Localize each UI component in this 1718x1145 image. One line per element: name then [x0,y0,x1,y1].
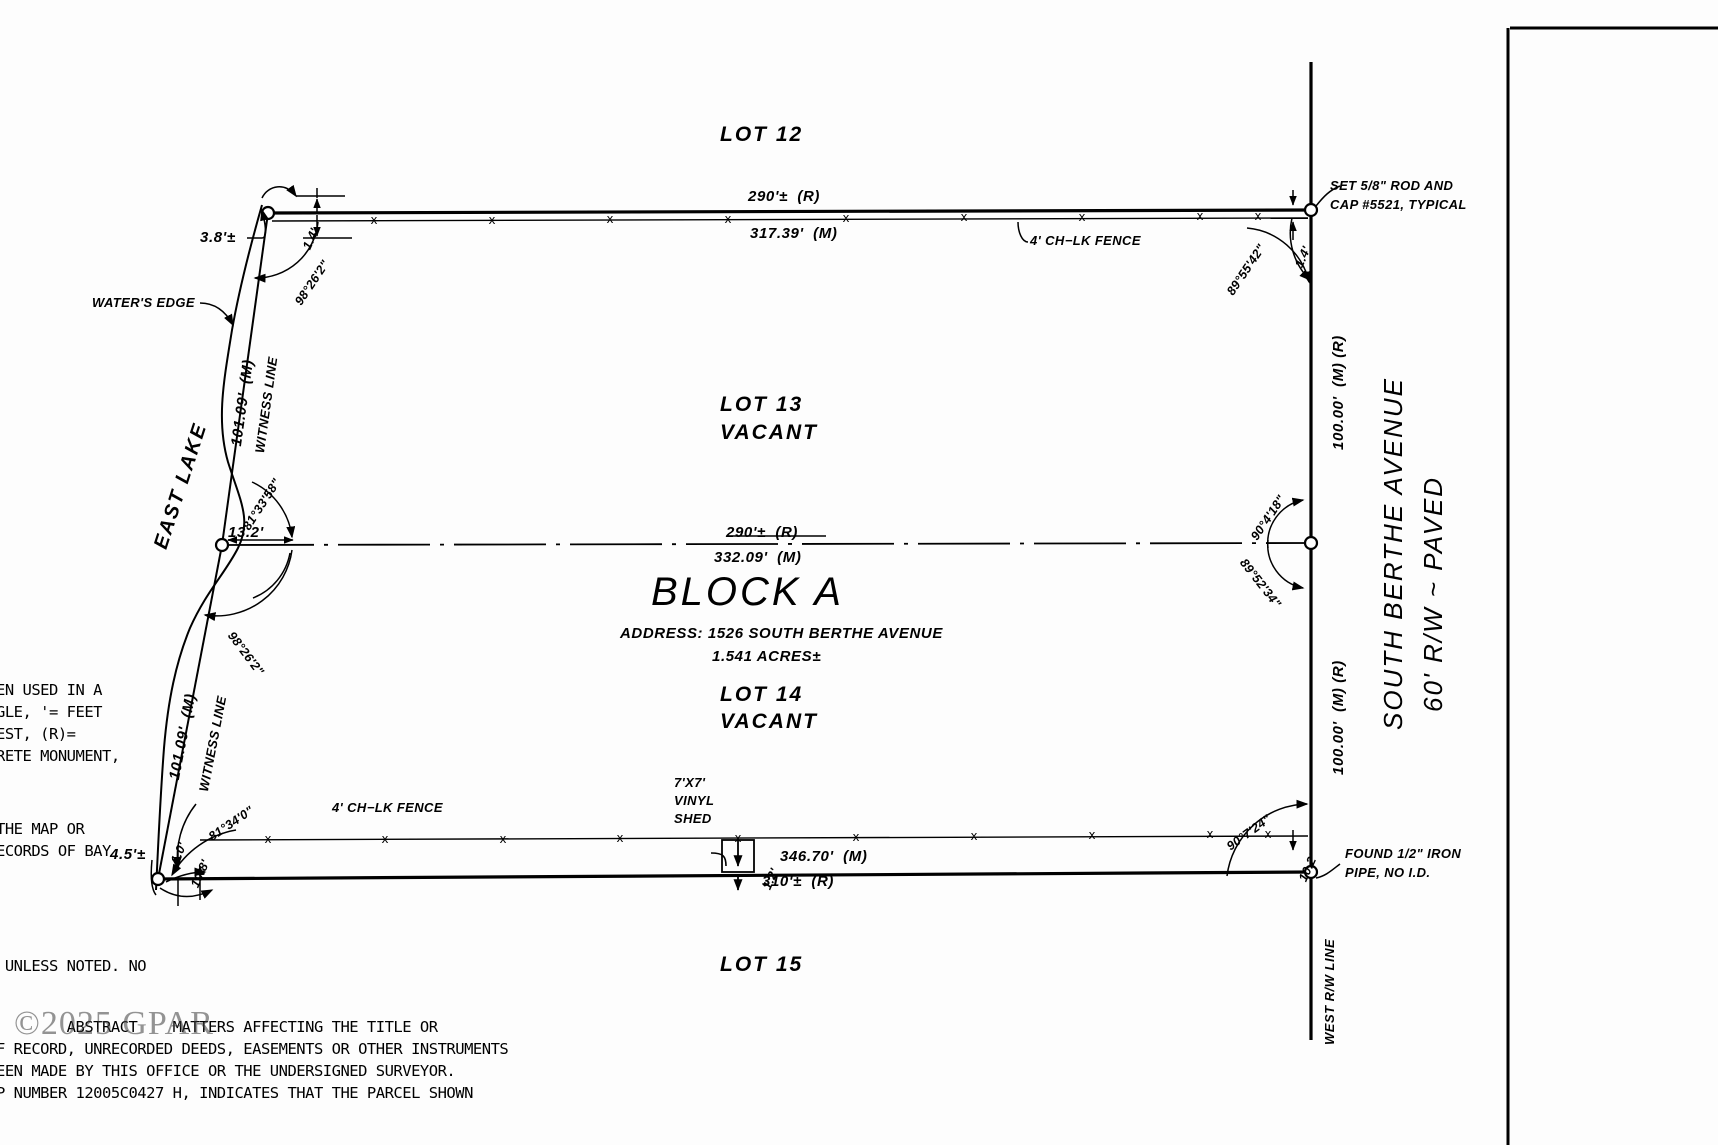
set-rod-label-line2: CAP #5521, TYPICAL [1330,197,1467,212]
dim-north-record: 290'± (R) [748,188,820,205]
svg-text:x: x [970,829,977,843]
note-left2-2: ECORDS OF BAY [0,842,111,860]
address-label: ADDRESS: 1526 SOUTH BERTHE AVENUE [620,625,943,642]
note-left2-1: THE MAP OR [0,820,85,838]
fence-label-south: 4' CH−LK FENCE [332,800,443,815]
waters-edge-label: WATER'S EDGE [92,295,195,310]
svg-text:x: x [264,832,271,846]
note-left-2: GLE, '= FEET [0,703,102,721]
dim-south-record: 310'± (R) [762,873,834,890]
north-fence-ticks: x x x x x x x x x [370,209,1261,227]
south-boundary-line [157,870,1312,881]
west-rw-line-label: WEST R/W LINE [1322,938,1337,1045]
note-bottom-1: UNLESS NOTED. NO [0,957,147,975]
svg-text:x: x [499,832,506,846]
street-detail-label: 60' R/W ~ PAVED [1418,475,1448,712]
dim-east-upper: 100.00' (M) (R) [1330,335,1347,450]
north-boundary-line [267,208,1312,215]
svg-text:x: x [734,831,741,845]
offset-sw-water: 4.5'± [110,846,146,863]
shed-label-line2: VINYL [674,793,715,808]
dim-mid-record: 290'± (R) [726,524,798,541]
svg-text:x: x [1088,828,1095,842]
svg-text:x: x [852,830,859,844]
waters-edge-curve [155,204,263,891]
svg-text:x: x [1078,210,1085,224]
dim-east-lower: 100.00' (M) (R) [1330,660,1347,775]
lot-label-south: LOT 15 [720,953,804,976]
svg-text:x: x [1264,827,1271,841]
svg-text:x: x [960,210,967,224]
fence-leaders [1017,221,1029,243]
svg-text:x: x [606,212,613,226]
lot-status-lower: VACANT [720,710,818,733]
lot-label-north: LOT 12 [720,123,804,146]
note-bottom-2: ABSTRACT MATTERS AFFECTING THE TITLE OR [0,1018,438,1036]
note-bottom-3: F RECORD, UNRECORDED DEEDS, EASEMENTS OR… [0,1040,509,1058]
dim-north-measured: 317.39' (M) [750,225,838,242]
svg-text:x: x [842,211,849,225]
svg-text:x: x [1254,209,1261,223]
west-witness-line [157,212,269,880]
set-rod-label-line1: SET 5/8" ROD AND [1330,178,1454,193]
note-left-3: EST, (R)= [0,725,76,743]
found-pipe-label-line1: FOUND 1/2" IRON [1345,846,1462,861]
south-fence-ticks: x x x x x x x x x x [264,827,1271,846]
lot-label-upper: LOT 13 [720,393,804,416]
note-bottom-4: EEN MADE BY THIS OFFICE OR THE UNDERSIGN… [0,1062,456,1080]
note-left-4: RETE MONUMENT, [0,747,120,765]
dim-south-measured: 346.70' (M) [780,848,868,865]
svg-text:x: x [1206,827,1213,841]
vinyl-shed [721,839,755,891]
offset-nw-water: 3.8'± [200,229,236,246]
dim-mid-measured: 332.09' (M) [714,549,802,566]
mid-east-detail [1266,497,1305,591]
mid-lot-dashed-line [221,542,1312,546]
street-name-label: SOUTH BERTHE AVENUE [1378,377,1408,730]
copyright-watermark: ©2025 GPAR [14,1005,214,1042]
svg-text:x: x [488,213,495,227]
found-pipe-label-line2: PIPE, NO I.D. [1345,865,1431,880]
svg-text:x: x [370,213,377,227]
shed-label-line3: SHED [674,811,712,826]
sw-corner-detail [150,803,237,906]
shed-leader [710,852,727,867]
offset-mid-west: 13.2' [228,524,264,541]
south-fence-line [199,835,1309,841]
shed-label-line1: 7'X7' [674,775,706,790]
nw-corner-detail [247,184,352,283]
lot-label-lower: LOT 14 [720,683,804,706]
lot-status-upper: VACANT [720,421,818,444]
note-bottom-5: P NUMBER 12005C0427 H, INDICATES THAT TH… [0,1084,473,1102]
svg-text:x: x [1196,209,1203,223]
area-label: 1.541 ACRES± [712,648,822,665]
mid-west-detail [203,481,296,622]
svg-text:x: x [616,831,623,845]
page-title: BLOCK A [651,570,844,614]
waters-edge-leader [199,302,234,327]
svg-text:x: x [724,212,731,226]
ne-corner-detail [1246,185,1341,284]
svg-text:x: x [381,832,388,846]
north-fence-line [271,217,1309,222]
note-left-1: EN USED IN A [0,681,102,699]
fence-label-north: 4' CH−LK FENCE [1030,233,1141,248]
se-corner-detail [1226,799,1341,879]
sheet-border [1506,26,1718,1145]
